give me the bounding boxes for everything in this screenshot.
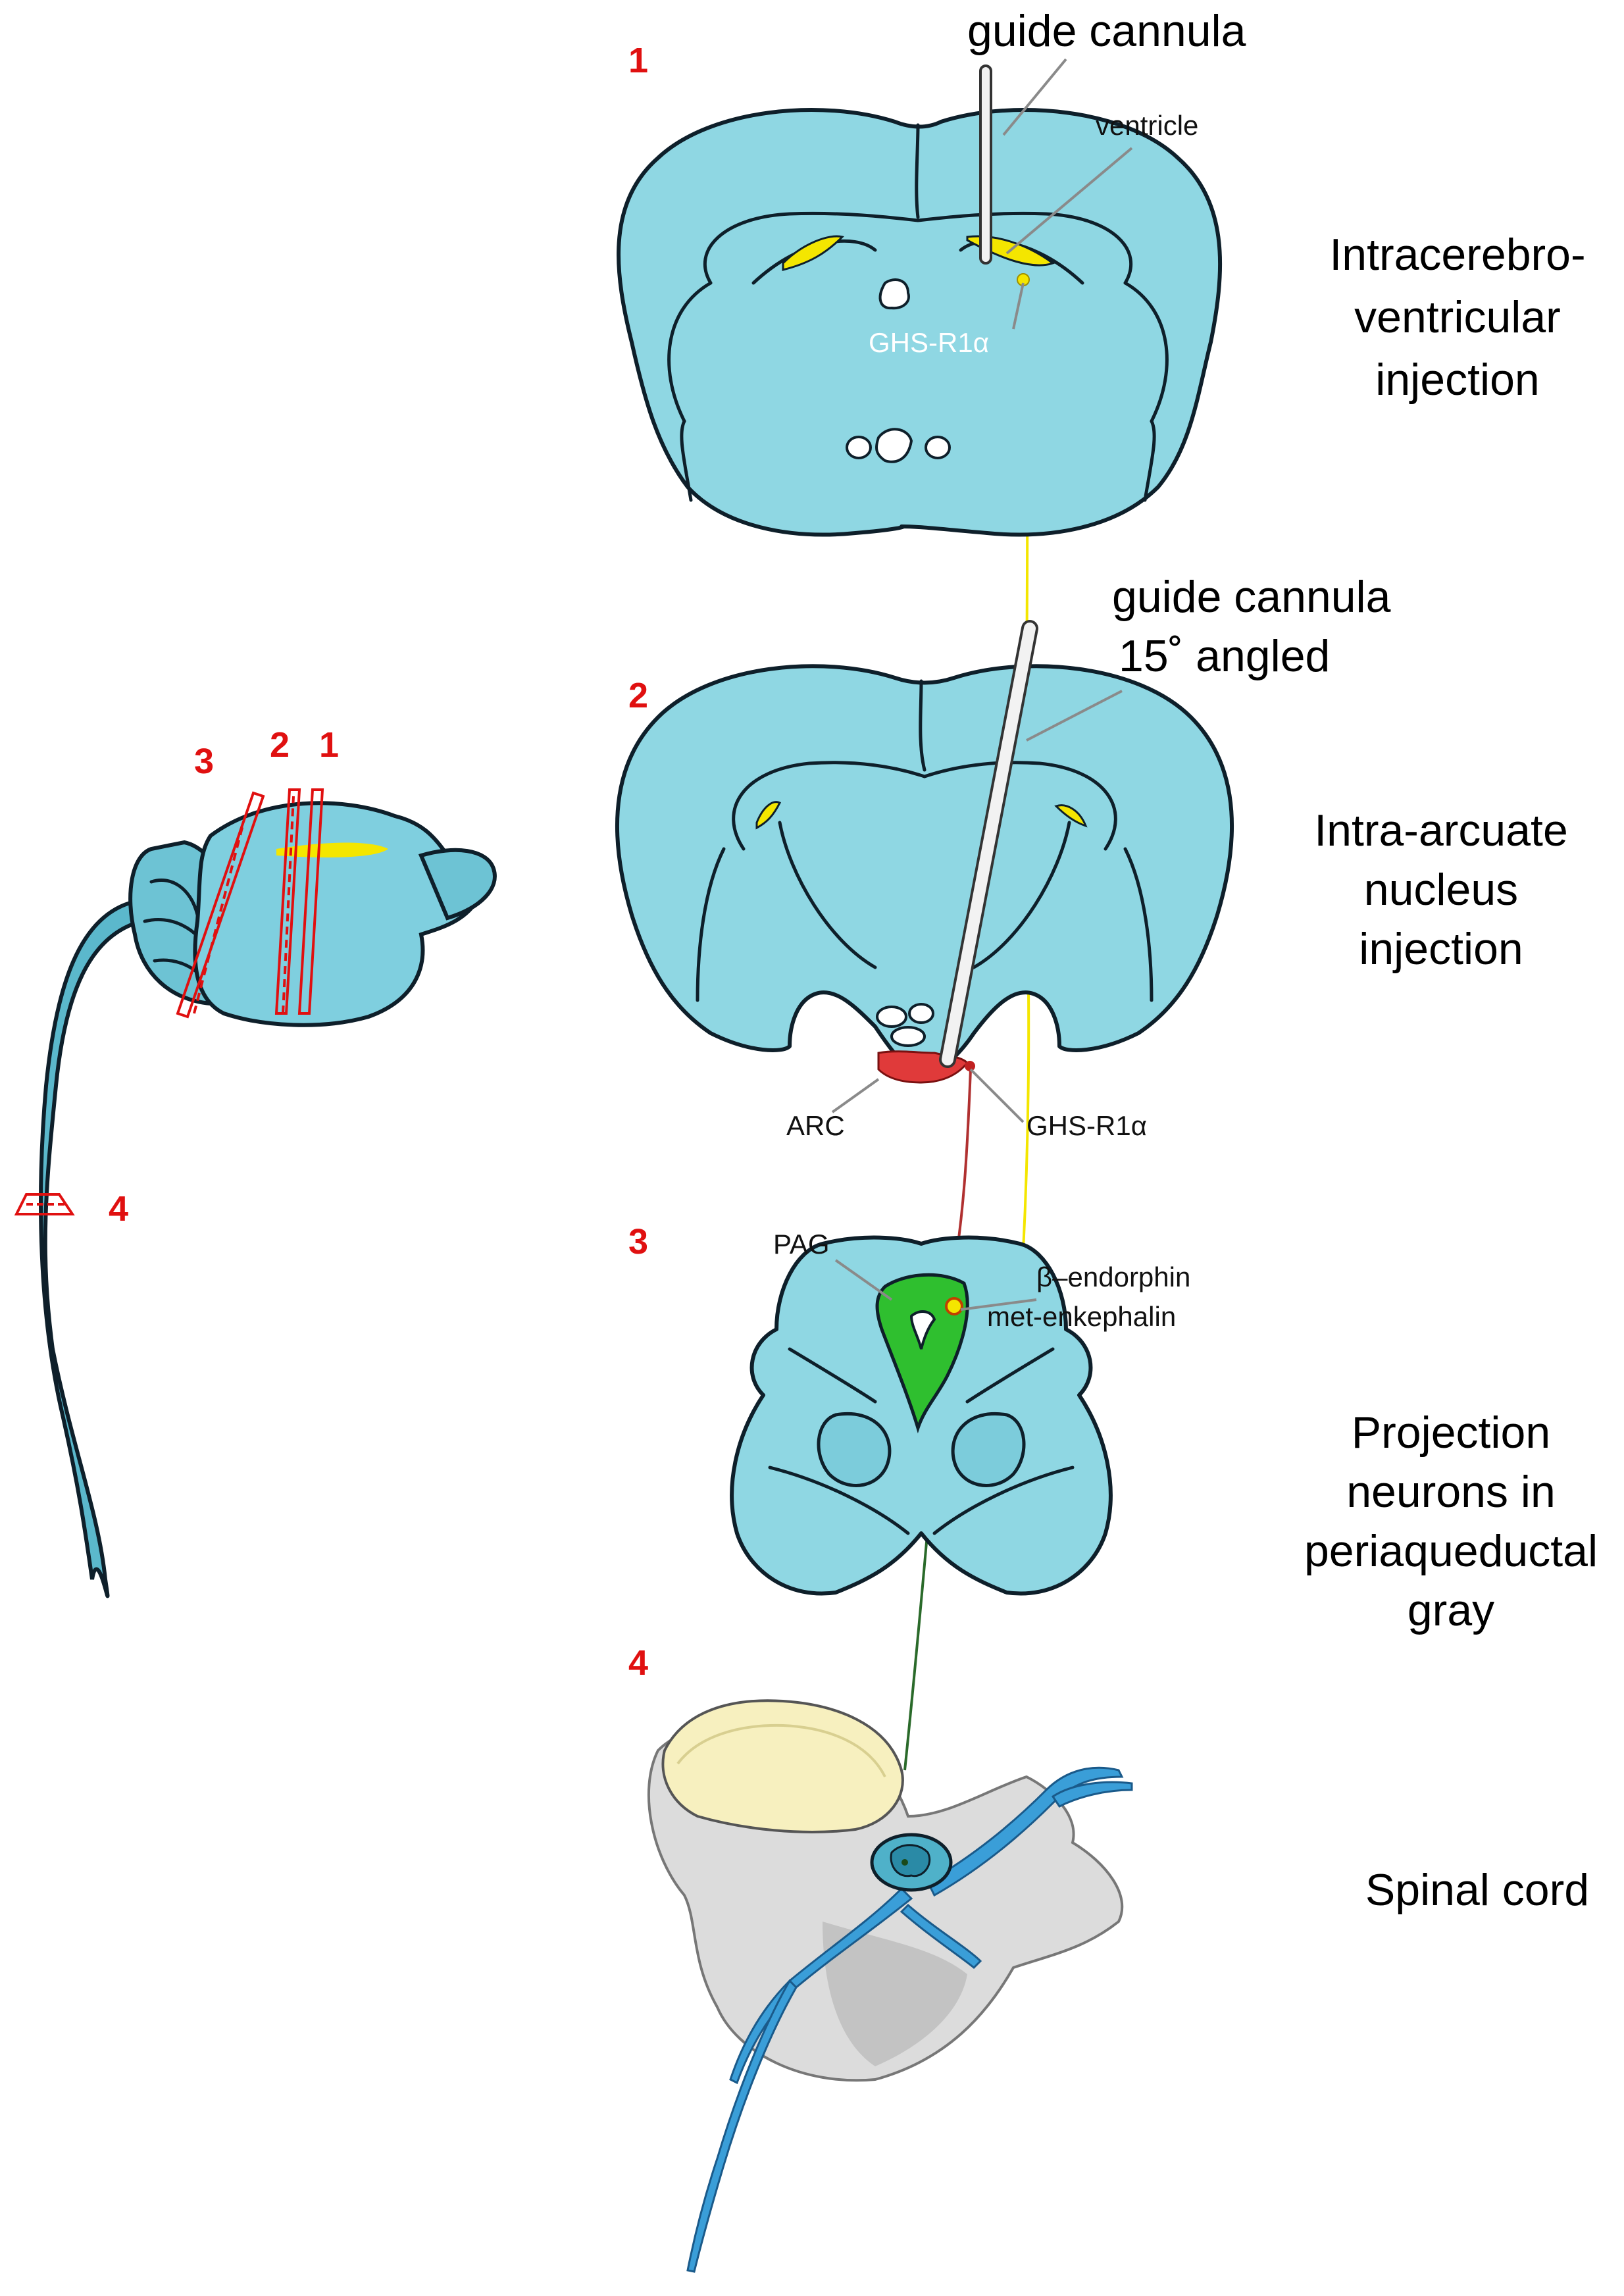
panel-3-peptide-label-line-1: β–endorphin bbox=[1036, 1262, 1190, 1292]
panel-1-caption-line-3: injection bbox=[1375, 355, 1540, 405]
panel-4-spinal-cord: 4 Spinal cord bbox=[628, 1643, 1589, 2273]
panel-1-receptor-label: GHS-R1α bbox=[869, 327, 989, 358]
panel-3-caption-line-1: Projection bbox=[1352, 1408, 1550, 1458]
panel-2-caption: Intra-arcuate nucleus injection bbox=[1314, 805, 1568, 974]
panel-1-ventricle-label: ventricle bbox=[1096, 110, 1198, 141]
overview-spinal-cord bbox=[39, 899, 144, 1598]
panel-1-guide-cannula bbox=[979, 64, 992, 265]
panel-2-ventricle-left bbox=[755, 801, 782, 830]
panel-3-caption: Projection neurons in periaqueductal gra… bbox=[1304, 1408, 1598, 1635]
panel-3-left-lobe bbox=[817, 1412, 892, 1487]
section-plane-1 bbox=[297, 788, 324, 1015]
panel-3-midbrain-section: 3 PAG β–endorphin met-enkephalin Project… bbox=[628, 1222, 1598, 1635]
panel-2-caption-line-1: Intra-arcuate bbox=[1314, 805, 1568, 855]
panel-1-caption-line-2: ventricular bbox=[1354, 292, 1561, 342]
panel-3-peptide-site bbox=[945, 1297, 963, 1315]
panel-4-caption: Spinal cord bbox=[1365, 1865, 1589, 1915]
panel-2-coronal-section: 2 guide cannula 15˚ angled ARC GHS-R1α I… bbox=[615, 572, 1568, 1141]
panel-4-vertebra-shadow bbox=[823, 1922, 967, 2066]
panel-2-guide-cannula bbox=[939, 620, 1038, 1068]
panel-2-caption-line-3: injection bbox=[1359, 924, 1523, 974]
overview-number-3: 3 bbox=[194, 742, 214, 781]
panel-4-vertebral-body bbox=[661, 1699, 904, 1833]
panel-1-lower-holes bbox=[875, 428, 913, 463]
panel-1-third-ventricle bbox=[878, 278, 910, 310]
panel-1-brain-outline bbox=[617, 108, 1223, 537]
panel-1-coronal-section: 1 guide cannula ventricle GHS-R1α Intrac… bbox=[617, 6, 1586, 537]
panel-1-number: 1 bbox=[628, 41, 648, 80]
panel-3-right-lobe bbox=[951, 1412, 1026, 1487]
panel-2-cannula-label-line-1: guide cannula bbox=[1112, 572, 1391, 622]
overview-olfactory-bulb bbox=[418, 848, 497, 921]
panel-2-receptor-label: GHS-R1α bbox=[1027, 1110, 1147, 1141]
panel-4-caption-line-1: Spinal cord bbox=[1365, 1865, 1589, 1915]
panel-3-pag-label: PAG bbox=[773, 1229, 830, 1260]
overview-brain-spinal-cord: 3 2 1 4 bbox=[14, 725, 497, 1598]
panel-3-number: 3 bbox=[628, 1222, 648, 1262]
overview-number-4: 4 bbox=[109, 1189, 128, 1229]
panel-2-arc-label: ARC bbox=[786, 1110, 845, 1141]
panel-4-number: 4 bbox=[628, 1643, 648, 1683]
overview-ventricle bbox=[276, 842, 388, 857]
overview-number-1: 1 bbox=[319, 725, 339, 765]
panel-3-peptide-label-line-2: met-enkephalin bbox=[987, 1301, 1176, 1332]
panel-3-aqueduct bbox=[909, 1310, 936, 1350]
panel-2-caption-line-2: nucleus bbox=[1364, 865, 1518, 915]
panel-3-caption-line-4: gray bbox=[1408, 1585, 1494, 1635]
panel-4-spinal-nerves bbox=[686, 1766, 1133, 2273]
panel-1-cannula-label: guide cannula bbox=[967, 6, 1246, 56]
section-plane-4 bbox=[14, 1193, 75, 1215]
panel-3-caption-line-3: periaqueductal bbox=[1304, 1526, 1598, 1576]
panel-1-caption: Intracerebro- ventricular injection bbox=[1329, 230, 1585, 405]
panel-3-caption-line-2: neurons in bbox=[1346, 1467, 1556, 1517]
panel-1-caption-line-1: Intracerebro- bbox=[1329, 230, 1585, 280]
panel-2-number: 2 bbox=[628, 676, 648, 715]
panel-2-ventricle-right bbox=[1054, 804, 1088, 828]
section-plane-2 bbox=[274, 788, 301, 1015]
panel-2-cannula-label-line-2: 15˚ angled bbox=[1119, 631, 1330, 681]
overview-number-2: 2 bbox=[270, 725, 290, 765]
section-plane-3 bbox=[176, 791, 265, 1019]
panel-3-periaqueductal-gray bbox=[875, 1273, 969, 1434]
panel-1-ventricle-left bbox=[782, 235, 844, 271]
overview-cerebrum bbox=[193, 801, 483, 1027]
